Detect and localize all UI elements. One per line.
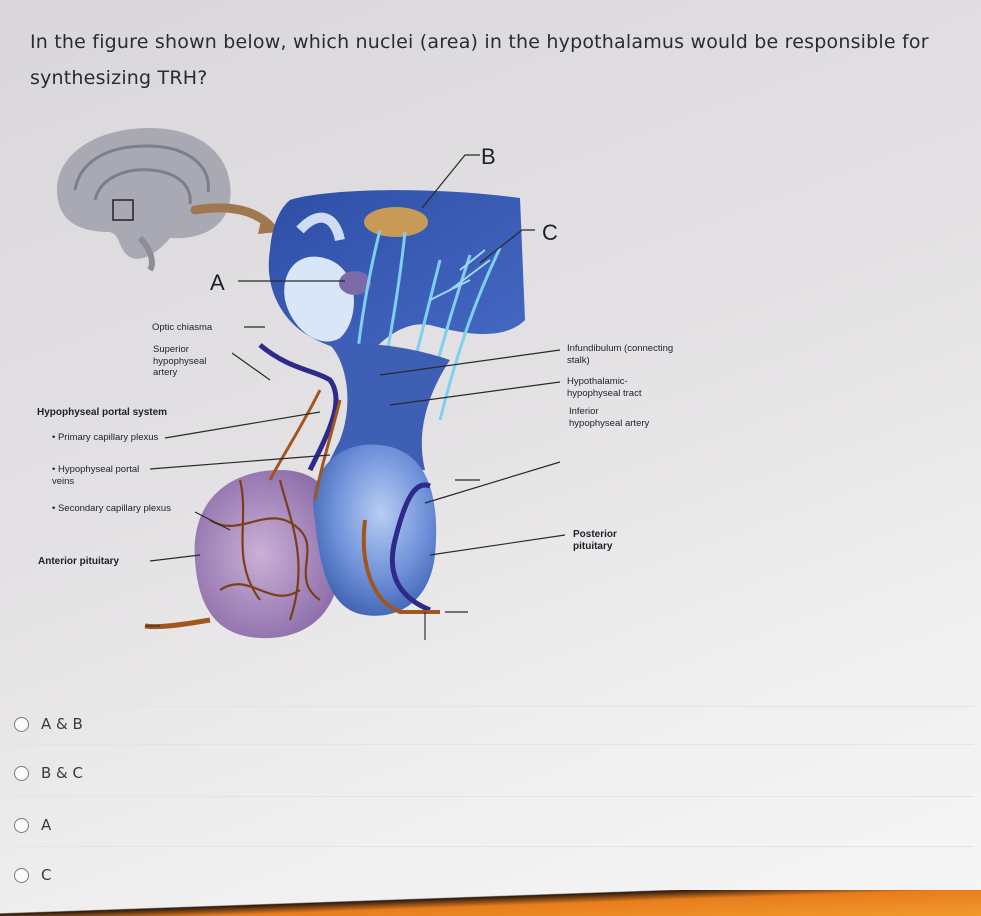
radio-icon[interactable] (14, 716, 29, 732)
option-label: A & B (41, 715, 83, 733)
option-b-and-c[interactable]: B & C (14, 758, 83, 788)
label-c: C (542, 220, 558, 245)
option-a-and-b[interactable]: A & B (14, 709, 83, 739)
brain-thumbnail (56, 128, 278, 272)
hypothalamus-tissue (268, 190, 525, 421)
option-a[interactable]: A (14, 810, 51, 840)
divider (14, 846, 974, 847)
label-optic-chiasma: Optic chiasma (152, 322, 213, 333)
label-superior-artery: Superior hypophyseal artery (153, 344, 207, 378)
label-primary-plexus: • Primary capillary plexus (52, 432, 159, 443)
anterior-pituitary-lobe (194, 470, 341, 639)
label-portal-system: Hypophyseal portal system (37, 407, 168, 418)
option-label: C (41, 866, 52, 884)
label-secondary-plexus: • Secondary capillary plexus (52, 503, 171, 514)
posterior-pituitary-lobe (313, 444, 437, 616)
label-portal-veins: • Hypophyseal portal veins (52, 464, 140, 487)
leader-lines (149, 154, 566, 613)
question-text: In the figure shown below, which nuclei … (30, 31, 929, 89)
portal-vessels (144, 343, 440, 640)
option-label: A (41, 816, 52, 834)
label-hypothalamic-tract: Hypothalamic-hypophyseal tract (567, 376, 642, 399)
hypothalamus-pituitary-figure: B C A Optic chiasma Superior hypophyseal… (37, 128, 674, 640)
radio-icon[interactable] (14, 817, 29, 833)
infundibulum-stalk (325, 343, 450, 470)
option-c[interactable]: C (14, 860, 51, 890)
divider (14, 796, 974, 797)
label-a: A (210, 270, 225, 295)
label-inferior-artery: Inferior hypophyseal artery (569, 406, 650, 429)
divider (14, 706, 974, 707)
divider (14, 744, 974, 745)
radio-icon[interactable] (14, 867, 29, 883)
label-anterior-pituitary: Anterior pituitary (38, 556, 120, 567)
option-label: B & C (41, 764, 83, 782)
figure-illustration (56, 128, 566, 640)
label-infundibulum: Infundibulum (connecting stalk) (567, 343, 674, 366)
label-b: B (481, 144, 496, 169)
radio-icon[interactable] (14, 765, 29, 781)
label-posterior-pituitary: Posterior pituitary (573, 529, 617, 552)
bottom-accent-bar (0, 890, 981, 916)
